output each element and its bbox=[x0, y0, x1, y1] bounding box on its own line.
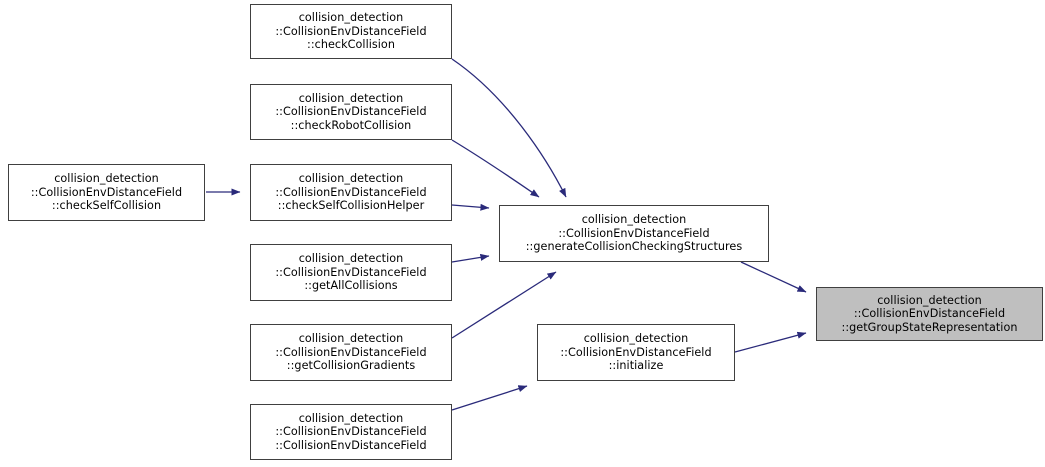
graph-node-label-line: ::CollisionEnvDistanceField bbox=[275, 105, 427, 119]
graph-node-checkSelfCollision[interactable]: collision_detection::CollisionEnvDistanc… bbox=[8, 164, 205, 221]
edge-checkSelfCollisionHelper-to-generate bbox=[451, 203, 490, 211]
graph-node-getCollisionGradients[interactable]: collision_detection::CollisionEnvDistanc… bbox=[250, 324, 452, 381]
graph-node-label-line: ::CollisionEnvDistanceField bbox=[275, 425, 427, 439]
graph-node-label-line: ::CollisionEnvDistanceField bbox=[30, 185, 183, 199]
graph-node-label-line: collision_detection bbox=[298, 252, 404, 266]
graph-node-label-line: collision_detection bbox=[877, 293, 982, 307]
graph-node-label-line: ::getCollisionGradients bbox=[286, 359, 416, 373]
graph-node-label-line: ::CollisionEnvDistanceField bbox=[558, 226, 710, 240]
graph-node-generateCollisionCheckingStructures[interactable]: collision_detection::CollisionEnvDistanc… bbox=[499, 205, 769, 262]
graph-node-label-line: collision_detection bbox=[298, 332, 404, 346]
graph-node-label-line: collision_detection bbox=[298, 91, 404, 105]
graph-node-initialize[interactable]: collision_detection::CollisionEnvDistanc… bbox=[537, 324, 735, 381]
graph-node-label-line: ::CollisionEnvDistanceField bbox=[275, 24, 427, 38]
graph-node-label-line: ::checkSelfCollisionHelper bbox=[277, 199, 425, 213]
graph-node-checkSelfCollisionHelper[interactable]: collision_detection::CollisionEnvDistanc… bbox=[250, 164, 452, 221]
graph-node-label-line: ::checkCollision bbox=[307, 38, 395, 52]
graph-node-label-line: collision_detection bbox=[298, 411, 404, 425]
graph-node-label-line: collision_detection bbox=[581, 213, 687, 227]
graph-node-label-line: collision_detection bbox=[54, 172, 159, 186]
graph-node-constructor[interactable]: collision_detection::CollisionEnvDistanc… bbox=[250, 404, 452, 460]
graph-node-label-line: collision_detection bbox=[298, 172, 404, 186]
graph-node-label-line: ::CollisionEnvDistanceField bbox=[560, 345, 712, 359]
graph-node-label-line: ::getGroupStateRepresentation bbox=[841, 320, 1018, 334]
graph-node-label-line: ::checkSelfCollision bbox=[51, 199, 162, 213]
graph-node-label-line: ::CollisionEnvDistanceField bbox=[275, 265, 427, 279]
edge-checkRobotCollision-to-generate bbox=[451, 139, 540, 198]
edge-initialize-to-getGroupStateRepresentation bbox=[734, 331, 807, 353]
edge-generate-to-getGroupStateRepresentation bbox=[740, 261, 807, 293]
graph-node-label-line: collision_detection bbox=[298, 11, 404, 25]
graph-node-label-line: ::getAllCollisions bbox=[304, 279, 398, 293]
graph-node-label-line: ::initialize bbox=[608, 359, 664, 373]
graph-node-label-line: collision_detection bbox=[583, 332, 689, 346]
graph-node-checkCollision[interactable]: collision_detection::CollisionEnvDistanc… bbox=[250, 4, 452, 59]
graph-node-label-line: ::CollisionEnvDistanceField bbox=[853, 307, 1006, 321]
graph-node-label-line: ::checkRobotCollision bbox=[290, 118, 412, 132]
graph-node-label-line: ::CollisionEnvDistanceField bbox=[275, 185, 427, 199]
edge-checkCollision-to-generate bbox=[451, 58, 567, 198]
graph-node-getAllCollisions[interactable]: collision_detection::CollisionEnvDistanc… bbox=[250, 244, 452, 301]
graph-node-checkRobotCollision[interactable]: collision_detection::CollisionEnvDistanc… bbox=[250, 84, 452, 140]
graph-node-label-line: ::CollisionEnvDistanceField bbox=[275, 438, 427, 452]
graph-node-getGroupStateRepresentation[interactable]: collision_detection::CollisionEnvDistanc… bbox=[816, 287, 1043, 341]
edge-getAllCollisions-to-generate bbox=[451, 253, 490, 263]
graph-node-label-line: ::generateCollisionCheckingStructures bbox=[525, 240, 743, 254]
graph-node-label-line: ::CollisionEnvDistanceField bbox=[275, 345, 427, 359]
edge-constructor-to-initialize bbox=[451, 385, 528, 411]
